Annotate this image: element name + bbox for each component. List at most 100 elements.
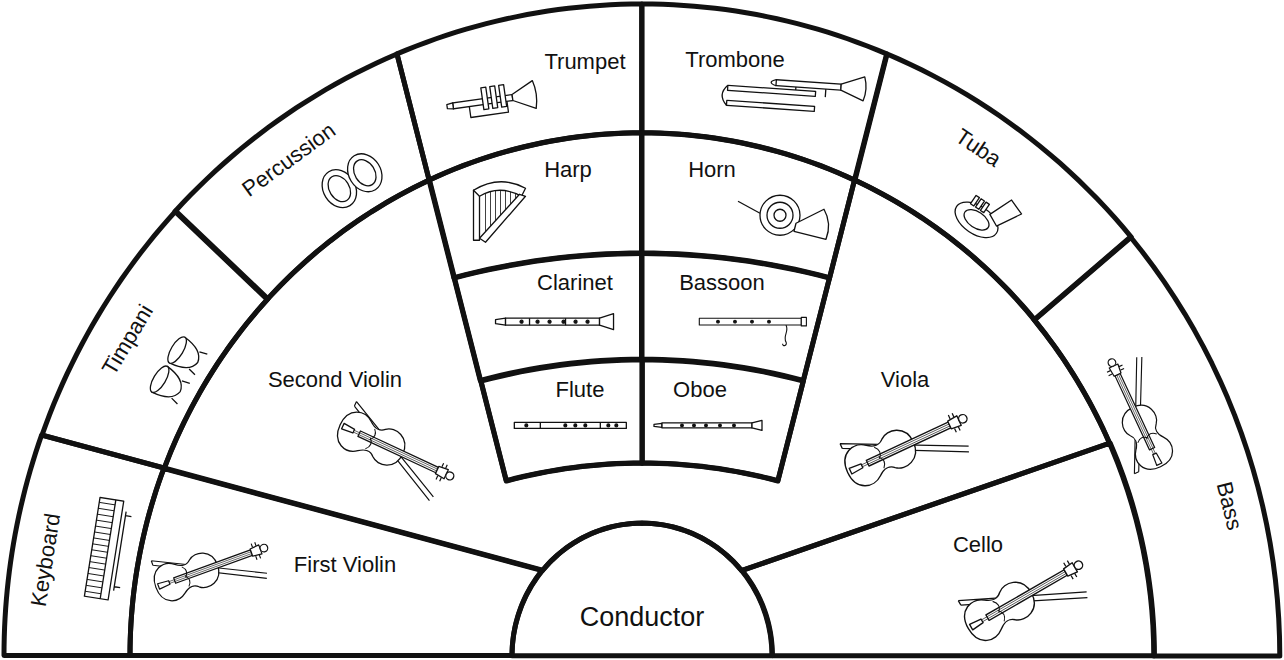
tuba-icon (948, 176, 1024, 250)
icon-stroke (699, 319, 801, 326)
icon-stroke (767, 202, 793, 228)
icon-stroke (783, 325, 787, 346)
section-sector: Oboe (638, 356, 807, 485)
violin-icon (1086, 347, 1187, 478)
sector-border (481, 360, 642, 481)
icon-stroke (600, 314, 614, 330)
icon-stroke (717, 321, 720, 324)
icon-stroke (794, 209, 829, 239)
percussion-icon (316, 147, 390, 214)
horn-icon (738, 195, 829, 239)
label-anchor: Conductor (580, 603, 705, 633)
icon-stroke (615, 424, 618, 427)
icon-stroke (607, 424, 610, 427)
sector-border (1034, 237, 1280, 656)
icon-stroke (480, 194, 526, 242)
icon-stroke (444, 471, 455, 482)
sector-border (642, 4, 887, 180)
icon-stroke (970, 195, 989, 212)
icon-stroke (584, 424, 587, 427)
section-label: Keyboard (27, 511, 66, 608)
trumpet-icon (446, 80, 539, 120)
label-anchor: Flute (556, 378, 605, 402)
sector-outline (160, 176, 646, 575)
section-sector: Flute (477, 356, 646, 485)
icon-stroke (958, 575, 1042, 647)
icon-stroke (738, 201, 760, 213)
icon-stroke (520, 320, 523, 323)
icon-stroke (948, 413, 960, 432)
icon-stroke (981, 572, 1066, 622)
icon-stroke (840, 75, 867, 101)
keyboard-icon (84, 498, 133, 602)
section-label: First Violin (294, 553, 396, 577)
section-label: Viola (881, 368, 930, 392)
conductor-podium: Conductor (508, 519, 776, 660)
section-label: Harp (544, 158, 592, 182)
icon-stroke (839, 423, 922, 491)
icon-stroke (506, 318, 600, 325)
section-sector: First Violin (126, 464, 546, 660)
label-anchor: Horn (688, 158, 736, 182)
icon-stroke (776, 80, 841, 91)
violin-icon (327, 399, 465, 505)
icon-stroke (164, 334, 190, 366)
icon-stroke (992, 600, 1006, 622)
sector-outline (638, 0, 891, 184)
icon-stroke (474, 181, 526, 196)
icon-stroke (436, 463, 447, 481)
sector-border (130, 468, 542, 656)
icon-stroke (540, 422, 600, 428)
section-label: Oboe (673, 378, 727, 402)
icon-stroke (1137, 431, 1157, 442)
section-label: Horn (688, 158, 736, 182)
icon-stroke (158, 580, 171, 589)
icon-stroke (986, 194, 1024, 233)
section-sector: Tuba (851, 50, 1135, 324)
section-sector: Cello (738, 439, 1158, 660)
sector-outline (508, 519, 776, 660)
icon-stroke (530, 318, 566, 325)
label-anchor: Second Violin (268, 368, 402, 392)
label-anchor: Timpani (97, 301, 158, 380)
sector-border (397, 4, 642, 180)
icon-stroke (358, 431, 438, 473)
icon-stroke (733, 424, 736, 427)
icon-stroke (1107, 357, 1117, 367)
icon-stroke (654, 423, 662, 427)
icon-stroke (771, 79, 776, 85)
label-anchor: Bassoon (679, 271, 765, 295)
section-sector: Trombone (638, 0, 891, 184)
icon-stroke (251, 543, 260, 560)
icon-stroke (795, 87, 825, 97)
conductor-label: Conductor (580, 603, 705, 633)
icon-stroke (514, 422, 626, 428)
section-sector: Viola (638, 176, 1114, 575)
violin-icon (835, 390, 980, 502)
icon-stroke (768, 321, 771, 324)
sector-outline (1030, 233, 1284, 660)
icon-stroke (705, 424, 708, 427)
icon-stroke (726, 100, 814, 111)
label-anchor: Harp (544, 158, 592, 182)
icon-stroke (774, 209, 786, 221)
label-anchor: Trombone (685, 48, 784, 72)
icon-stroke (149, 548, 224, 606)
icon-stroke (353, 430, 437, 471)
section-sector: Second Violin (160, 176, 646, 575)
icon-stroke (861, 424, 949, 467)
icon-stroke (752, 420, 762, 430)
harp-icon (474, 181, 526, 242)
icon-stroke (342, 423, 355, 434)
icon-stroke (1063, 561, 1076, 579)
icon-stroke (332, 401, 457, 501)
sector-outline (393, 0, 646, 184)
label-anchor: Trumpet (544, 50, 625, 74)
sector-border (855, 54, 1131, 320)
icon-stroke (751, 321, 754, 324)
icon-stroke (574, 320, 577, 323)
icon-stroke (874, 446, 887, 468)
icon-stroke (801, 318, 806, 327)
section-sector: Trumpet (393, 0, 646, 184)
section-label: Cello (953, 533, 1003, 557)
